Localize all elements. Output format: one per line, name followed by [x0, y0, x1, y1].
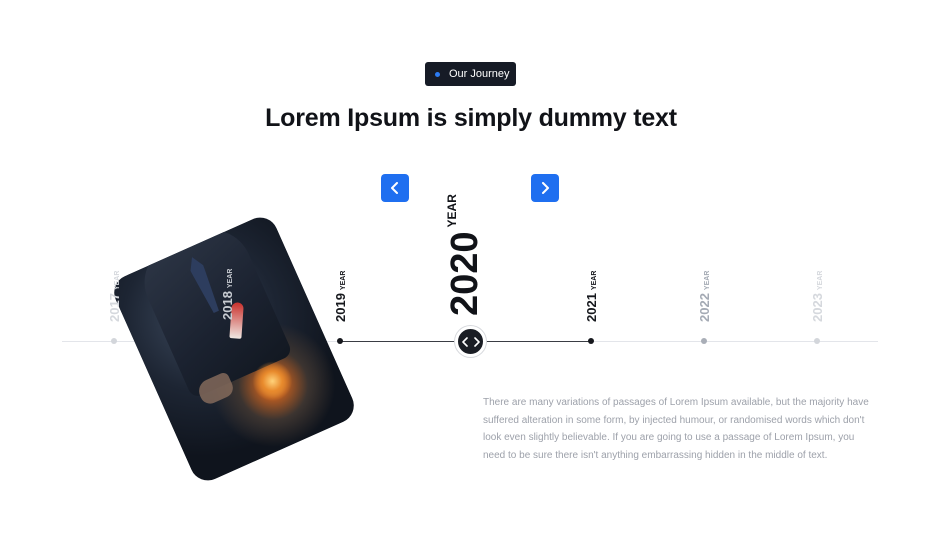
timeline-dot-2022[interactable]	[701, 338, 707, 344]
year-label: YEAR	[817, 270, 824, 291]
year-label: YEAR	[340, 270, 347, 291]
year-2022[interactable]: 2022 YEAR	[697, 270, 712, 322]
chevron-right-icon	[542, 182, 549, 194]
year-label: YEAR	[591, 270, 598, 291]
year-number: 2022	[697, 293, 712, 322]
timeline-dot-2017[interactable]	[111, 338, 117, 344]
year-number: 2023	[810, 293, 825, 322]
year-label: YEAR	[227, 268, 234, 289]
year-number: 2021	[584, 293, 599, 322]
journey-photo	[108, 211, 360, 487]
next-button[interactable]	[531, 174, 559, 202]
year-2019[interactable]: 2019 YEAR	[333, 270, 348, 322]
chevron-left-right-icon	[461, 336, 480, 347]
year-number: 2018	[220, 291, 235, 320]
year-number: 2019	[333, 293, 348, 322]
year-number: 2017	[107, 293, 122, 322]
year-2021[interactable]: 2021 YEAR	[584, 270, 599, 322]
year-label: YEAR	[114, 270, 121, 291]
timeline-dot-2023[interactable]	[814, 338, 820, 344]
prev-button[interactable]	[381, 174, 409, 202]
timeline-handle[interactable]	[455, 326, 486, 357]
section-title: Lorem Ipsum is simply dummy text	[265, 104, 677, 132]
badge-label: Our Journey	[449, 68, 510, 80]
active-year-label: YEAR	[445, 194, 459, 228]
year-2017[interactable]: 2017 YEAR	[107, 270, 122, 322]
chevron-left-icon	[391, 182, 398, 194]
year-label: YEAR	[704, 270, 711, 291]
badge-dot	[435, 71, 440, 77]
year-2018[interactable]: 2018 YEAR	[220, 268, 235, 320]
journey-description: There are many variations of passages of…	[483, 397, 869, 461]
year-2020-active[interactable]: 2020 YEAR	[444, 194, 486, 316]
timeline-dot-2021[interactable]	[588, 338, 594, 344]
timeline-dot-2019[interactable]	[337, 338, 343, 344]
active-year-number: 2020	[444, 231, 486, 316]
journey-badge: Our Journey	[425, 62, 516, 86]
year-2023[interactable]: 2023 YEAR	[810, 270, 825, 322]
